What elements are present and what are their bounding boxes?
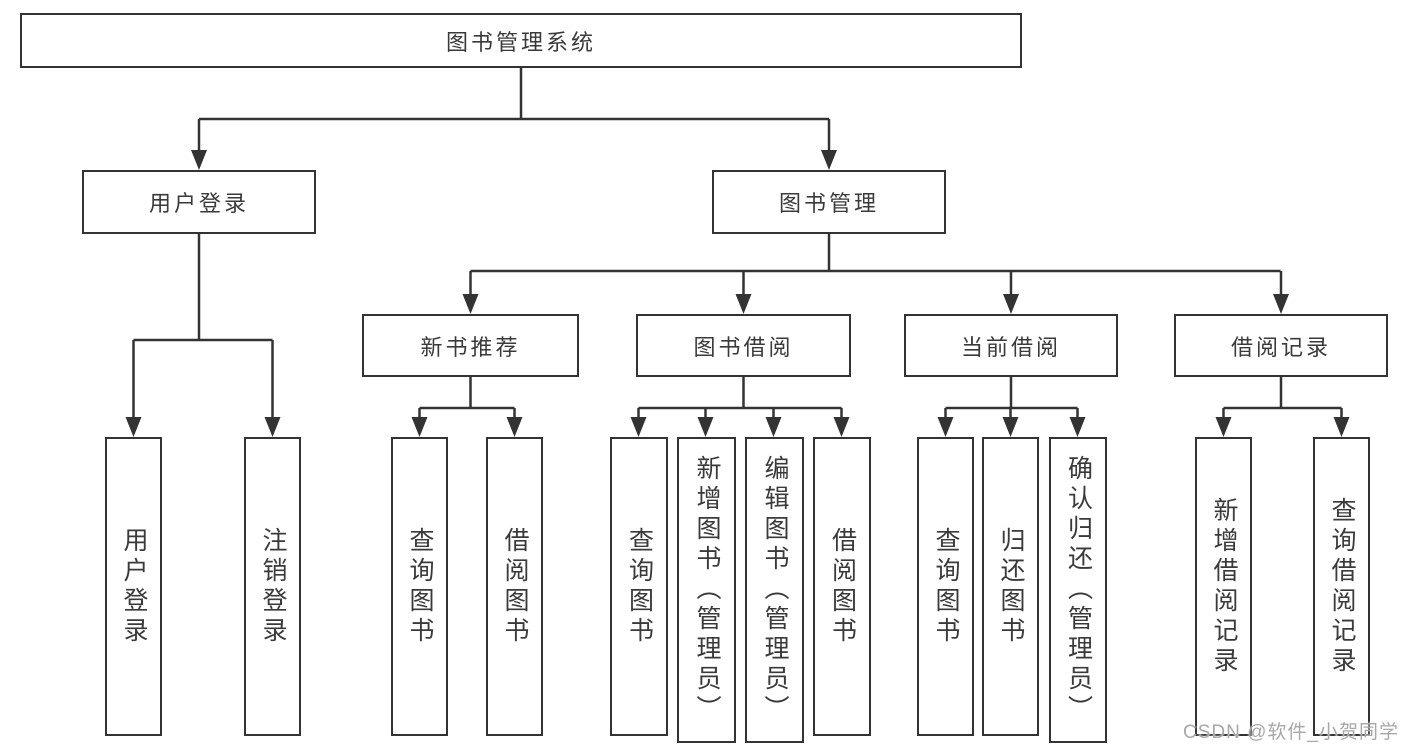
leaf-borrowing-edit-books-admin: 编辑图书（管理员） — [745, 437, 804, 743]
node-user-login: 用户登录 — [82, 170, 316, 234]
leaf-records-query-record: 查询借阅记录 — [1313, 437, 1370, 736]
leaf-current-return-books: 归还图书 — [982, 437, 1039, 736]
leaf-records-add-record: 新增借阅记录 — [1195, 437, 1252, 736]
node-borrowing-records: 借阅记录 — [1174, 314, 1388, 377]
node-current-borrowing: 当前借阅 — [904, 314, 1118, 377]
csdn-watermark: CSDN @软件_小贺同学 — [1183, 722, 1399, 743]
node-new-book-recommend: 新书推荐 — [362, 314, 579, 377]
leaf-recommend-query-books: 查询图书 — [391, 437, 448, 736]
leaf-borrowing-query-books: 查询图书 — [610, 437, 668, 736]
leaf-borrowing-borrow-books: 借阅图书 — [813, 437, 871, 736]
leaf-logout: 注销登录 — [244, 437, 301, 736]
leaf-current-confirm-return-admin: 确认归还（管理员） — [1049, 437, 1107, 743]
node-book-management: 图书管理 — [712, 170, 946, 234]
node-library-system: 图书管理系统 — [20, 13, 1022, 68]
leaf-recommend-borrow-books: 借阅图书 — [486, 437, 543, 736]
node-book-borrowing: 图书借阅 — [636, 314, 851, 377]
leaf-current-query-books: 查询图书 — [917, 437, 974, 736]
leaf-user-login: 用户登录 — [105, 437, 162, 736]
leaf-borrowing-add-books-admin: 新增图书（管理员） — [677, 437, 736, 743]
